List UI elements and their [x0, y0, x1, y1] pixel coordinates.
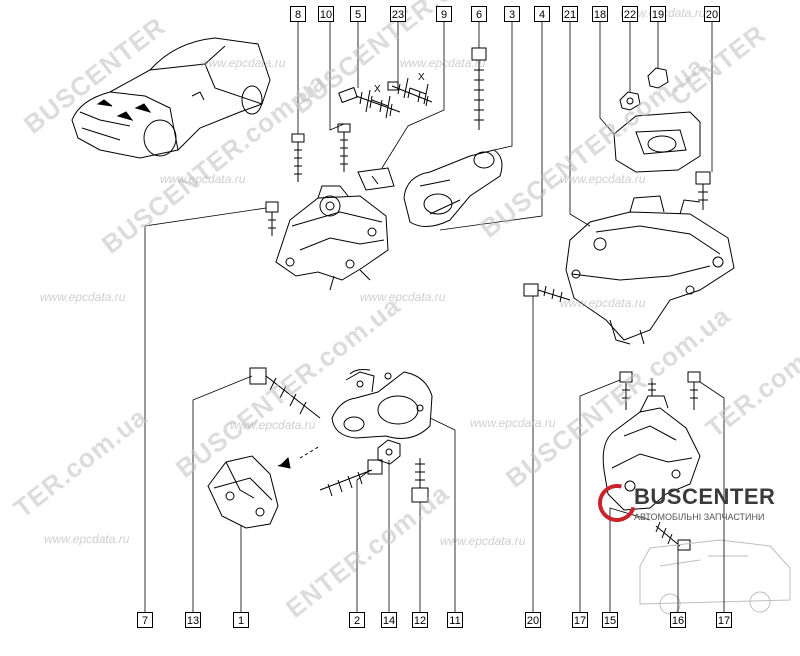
dimension-label: X	[374, 84, 381, 95]
car-illustration	[71, 37, 271, 159]
callout-8: 8	[290, 6, 306, 22]
bolt-7	[265, 201, 279, 236]
washer-9	[357, 167, 395, 191]
callout-20: 20	[525, 612, 541, 628]
callout-21: 21	[562, 6, 578, 22]
bolt-20-side	[523, 283, 571, 303]
bolt-10	[337, 123, 351, 172]
callout-15: 15	[602, 612, 618, 628]
nut-19	[647, 67, 669, 89]
bolt-5	[338, 86, 401, 117]
callout-5: 5	[350, 6, 366, 22]
callout-17: 17	[716, 612, 732, 628]
bolt-17-right	[687, 371, 701, 410]
callout-20: 20	[704, 6, 720, 22]
bolt-12	[411, 458, 429, 503]
callout-11: 11	[447, 612, 463, 628]
dimension-label: X	[418, 72, 425, 83]
torque-arm-11	[331, 369, 433, 439]
callout-2: 2	[349, 612, 365, 628]
bolt-8	[291, 133, 305, 182]
bolt-20-top	[695, 171, 711, 210]
van-illustration	[639, 539, 791, 615]
mount-bracket-1	[207, 455, 279, 529]
dimension-x	[365, 77, 429, 119]
callout-12: 12	[412, 612, 428, 628]
bolt-17-left	[619, 371, 633, 410]
torque-rod	[403, 149, 503, 227]
logo-brand: BUSCENTER	[634, 484, 776, 509]
callout-3: 3	[504, 6, 520, 22]
callout-16: 16	[670, 612, 686, 628]
nut-14	[377, 439, 401, 465]
lower-bracket	[602, 378, 701, 511]
buscenter-logo: BUSCENTER АВТОМОБІЛЬНІ ЗАПЧАСТИНИ	[591, 470, 796, 540]
bolt-13	[249, 367, 321, 419]
callout-10: 10	[318, 6, 334, 22]
callout-19: 19	[650, 6, 666, 22]
bolt-2	[319, 459, 383, 497]
callout-7: 7	[137, 612, 153, 628]
callout-4: 4	[534, 6, 550, 22]
front-mount-bracket	[275, 185, 389, 281]
callout-18: 18	[592, 6, 608, 22]
rear-mount-bracket	[565, 195, 735, 345]
bolt-6	[471, 47, 487, 130]
nut-22	[619, 91, 641, 111]
logo-tagline: АВТОМОБІЛЬНІ ЗАПЧАСТИНИ	[634, 512, 765, 522]
callout-13: 13	[185, 612, 201, 628]
cushion-18	[613, 111, 701, 173]
leader-lines	[144, 22, 725, 612]
callout-1: 1	[233, 612, 249, 628]
callout-14: 14	[381, 612, 397, 628]
callout-23: 23	[390, 6, 406, 22]
callout-6: 6	[471, 6, 487, 22]
callout-17: 17	[572, 612, 588, 628]
callout-22: 22	[622, 6, 638, 22]
callout-9: 9	[436, 6, 452, 22]
bolt-23	[387, 81, 433, 107]
